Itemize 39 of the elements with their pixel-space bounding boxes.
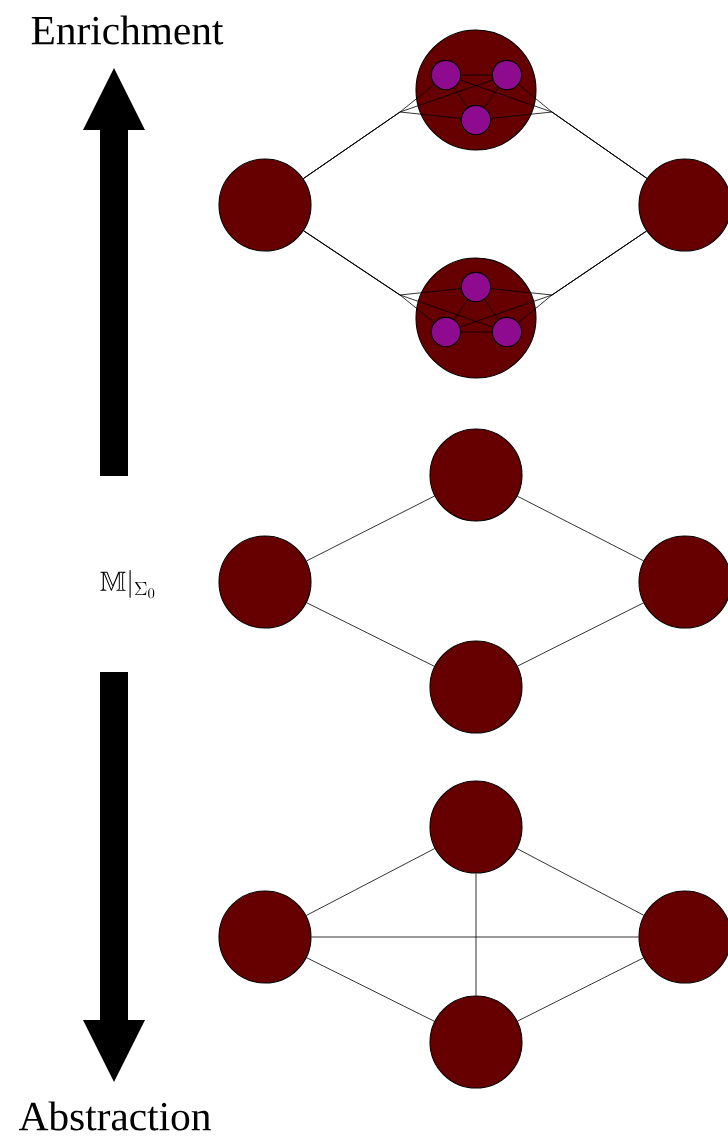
node-circle (429, 995, 523, 1089)
node-circle (429, 428, 523, 522)
connector-line (484, 299, 499, 320)
connector-line (305, 848, 436, 916)
connector-line (517, 495, 644, 562)
connector-line (460, 331, 493, 333)
connector-line (306, 602, 435, 667)
connector-line (460, 74, 493, 76)
inner-circle (460, 271, 492, 303)
inner-circle (460, 104, 492, 136)
connector-line (454, 87, 468, 108)
connector-line (311, 936, 639, 938)
connector-line (475, 873, 477, 996)
connector-line (303, 230, 494, 328)
axis-label: Enrichment (31, 15, 224, 45)
connector-line (302, 111, 462, 179)
formula-label: $\mathbb{M}|_{\Sigma_0}$ (100, 570, 155, 599)
connector-line (518, 230, 647, 323)
inner-circle (430, 316, 462, 348)
node-circle (429, 640, 523, 734)
connector-line (306, 495, 435, 562)
axis-label: Abstraction (19, 1101, 211, 1131)
node-circle (638, 890, 728, 984)
node-circle (218, 535, 312, 629)
node-circle (218, 890, 312, 984)
connector-line (454, 299, 468, 320)
connector-line (484, 87, 499, 108)
node-circle (638, 535, 728, 629)
inner-circle (491, 59, 523, 91)
connector-line (306, 957, 435, 1022)
node-circle (638, 158, 728, 252)
connector-line (516, 848, 645, 916)
node-circle (218, 158, 312, 252)
node-circle (429, 780, 523, 874)
connector-line (517, 602, 644, 667)
inner-circle (491, 316, 523, 348)
inner-circle (430, 59, 462, 91)
connector-line (490, 111, 648, 179)
connector-line (517, 957, 644, 1022)
